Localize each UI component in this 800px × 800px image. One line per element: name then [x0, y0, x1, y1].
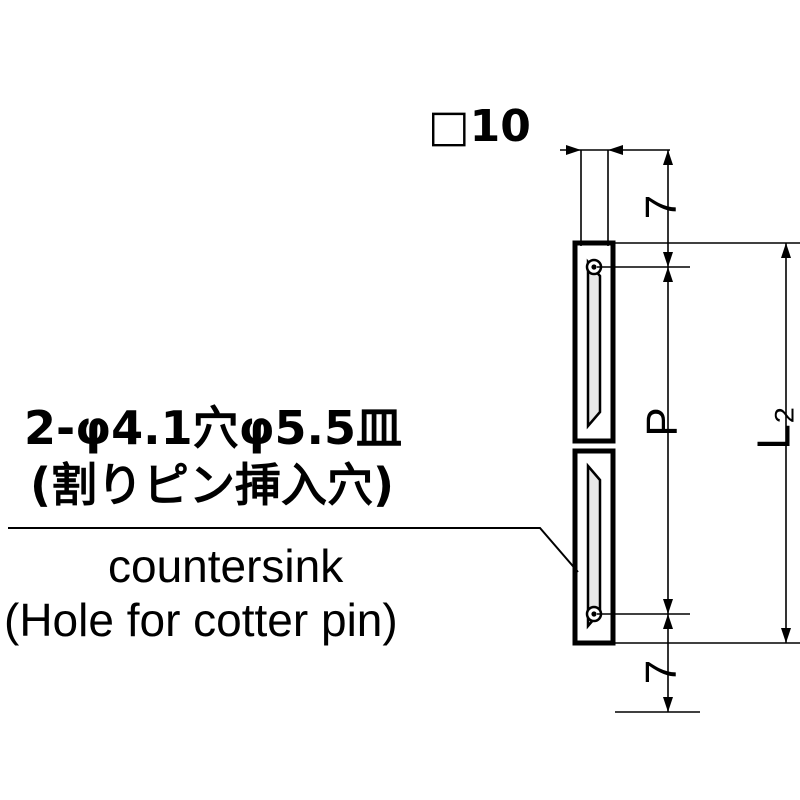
- label-dim-7-bottom: 7: [637, 659, 687, 685]
- upper-plate: [572, 240, 616, 444]
- label-dim-7-top: 7: [637, 194, 687, 220]
- label-dim-l2: L₂: [747, 406, 800, 450]
- label-countersink: countersink: [108, 540, 344, 592]
- dim-square10-arrows: [566, 145, 623, 155]
- label-square-10: □10: [428, 101, 531, 152]
- lower-plate: [572, 448, 616, 646]
- extension-lines: [560, 149, 800, 644]
- label-hole-spec: 2-φ4.1穴φ5.5皿: [24, 401, 403, 455]
- label-dim-p: P: [637, 407, 687, 437]
- label-hole-note: (割りピン挿入穴): [30, 458, 395, 512]
- label-cotter-pin: (Hole for cotter pin): [4, 594, 398, 646]
